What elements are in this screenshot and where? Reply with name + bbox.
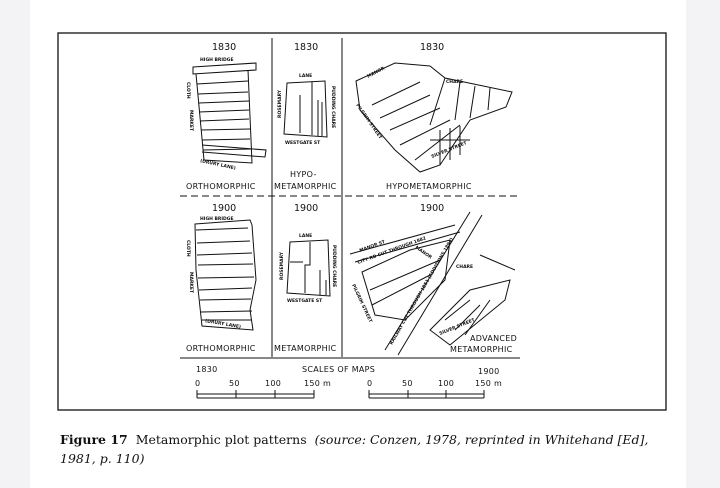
scale-tick: 0 <box>367 379 372 388</box>
document-page <box>30 0 686 488</box>
street-label: MARKET <box>188 272 194 294</box>
year-label: 1900 <box>420 203 444 214</box>
street-label: PUDDING CHARE <box>331 245 337 287</box>
map-1830-hypo-metamorphic <box>283 80 328 138</box>
street-label: HIGH BRIDGE <box>200 57 234 63</box>
year-label: 1830 <box>294 42 318 53</box>
type-label: ADVANCED <box>470 334 517 343</box>
scale-tick: 100 <box>265 379 281 388</box>
street-label: CHARE <box>456 264 473 270</box>
street-label: CHARE <box>446 79 463 85</box>
map-1830-orthomorphic <box>192 62 267 164</box>
type-label: METAMORPHIC <box>274 182 337 191</box>
type-label: HYPO- <box>290 170 317 179</box>
scale-tick: 50 <box>402 379 413 388</box>
map-1830-hypometamorphic <box>355 62 513 173</box>
figure-source-cont: 1981, p. 110) <box>60 451 145 466</box>
street-label: CLOTH <box>185 82 191 99</box>
type-label: METAMORPHIC <box>450 345 513 354</box>
scale-bar-1900 <box>368 390 485 399</box>
year-label: 1900 <box>212 203 236 214</box>
figure-label: Figure 17 <box>60 432 128 447</box>
street-label: LANE <box>299 233 312 239</box>
type-label: ORTHOMORPHIC <box>186 344 256 353</box>
type-label: METAMORPHIC <box>274 344 337 353</box>
figure-title: Metamorphic plot patterns <box>135 432 307 447</box>
street-label: MANOR <box>366 65 386 79</box>
scale-tick: 50 <box>229 379 240 388</box>
street-label: LANE <box>299 73 312 79</box>
year-label: 1830 <box>420 42 444 53</box>
scale-tick: 0 <box>195 379 200 388</box>
street-label: WESTGATE ST <box>285 140 321 146</box>
street-label: MARKET <box>188 110 194 132</box>
scale-year-left: 1830 <box>196 365 218 374</box>
map-1900-orthomorphic <box>194 219 257 331</box>
scales-title: SCALES OF MAPS <box>302 365 375 374</box>
map-1900-advanced-metamorphic <box>349 211 516 356</box>
figure-frame <box>57 32 667 411</box>
street-label: CLOTH <box>185 240 191 257</box>
street-label: PUDDING CHARE <box>330 86 336 128</box>
street-label: WESTGATE ST <box>287 298 323 304</box>
map-1900-metamorphic <box>286 239 331 297</box>
street-label: ROSEMARY <box>279 251 285 280</box>
scale-bar-1830 <box>196 390 315 399</box>
figure-source: (source: Conzen, 1978, reprinted in Whit… <box>314 432 649 447</box>
street-label: MANOR <box>414 245 433 261</box>
figure-caption: Figure 17 Metamorphic plot patterns (sou… <box>60 430 660 468</box>
scale-tick: 150 m <box>304 379 331 388</box>
scale-year-right: 1900 <box>478 367 500 376</box>
street-label: HIGH BRIDGE <box>200 216 234 222</box>
type-label: ORTHOMORPHIC <box>186 182 256 191</box>
year-label: 1830 <box>212 42 236 53</box>
street-label: (DRURY LANE) <box>200 158 237 171</box>
street-label: ROSEMARY <box>277 89 283 118</box>
scale-tick: 100 <box>438 379 454 388</box>
street-label: PILGRIM STREET <box>354 103 383 141</box>
year-label: 1900 <box>294 203 318 214</box>
scale-tick: 150 m <box>475 379 502 388</box>
type-label: HYPOMETAMORPHIC <box>386 182 472 191</box>
